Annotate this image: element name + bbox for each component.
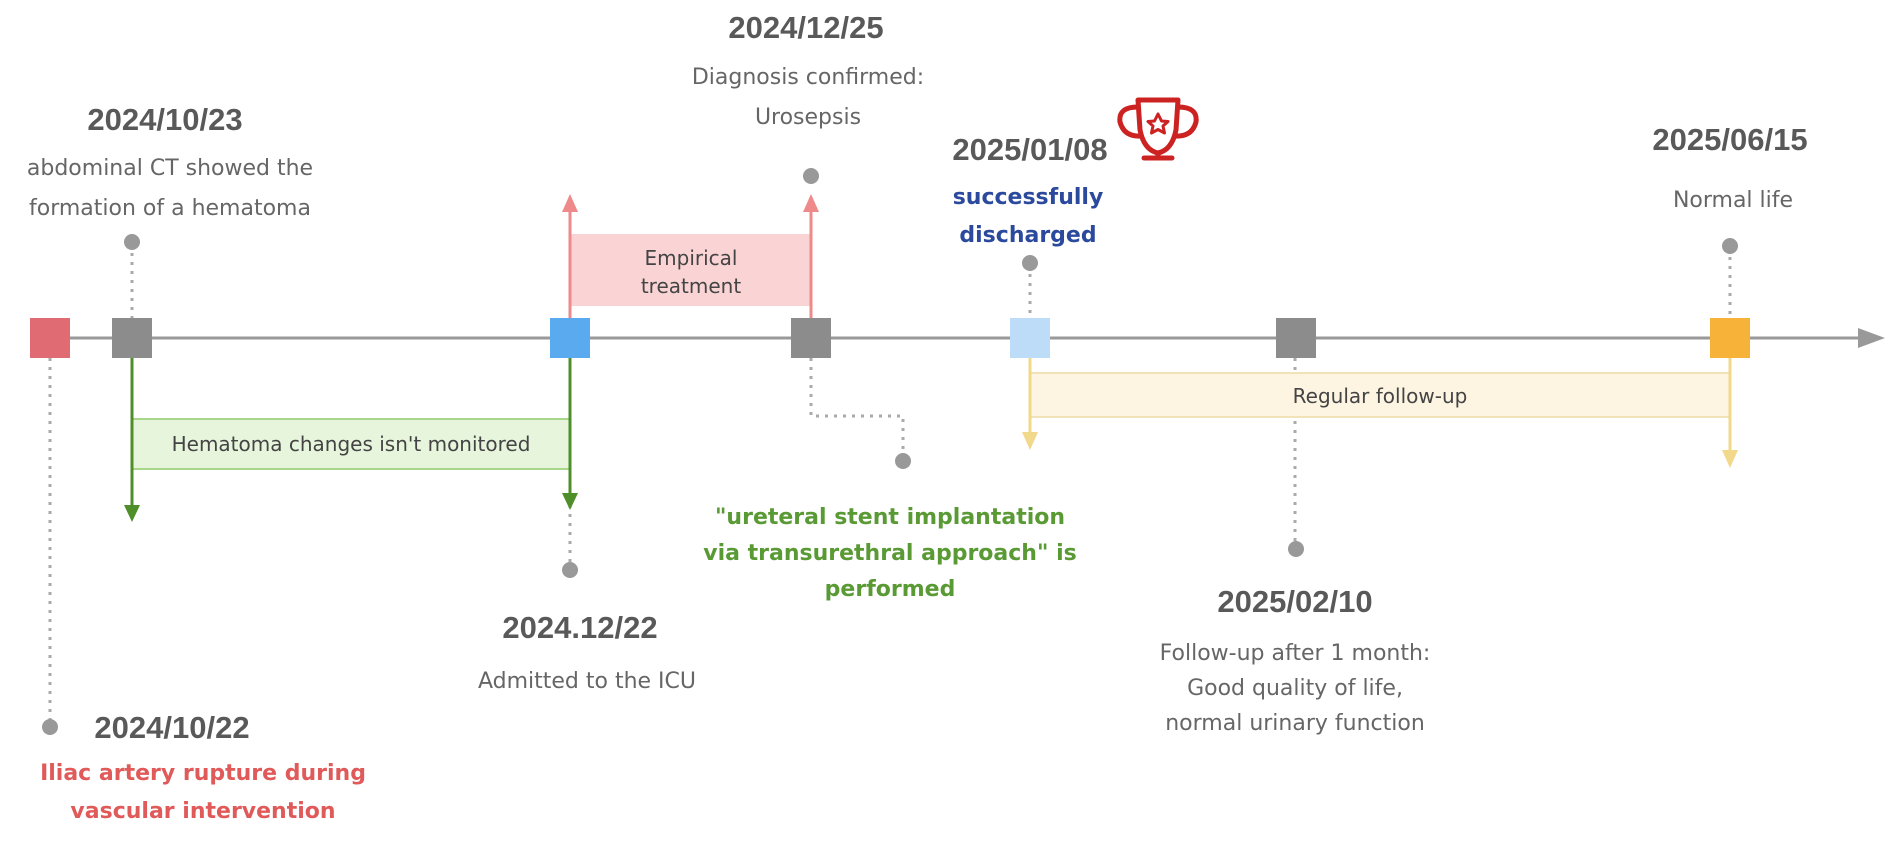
event-desc-line-1: abdominal CT showed the	[27, 156, 313, 181]
dot-2024-10-23	[124, 234, 140, 250]
trophy-icon	[1117, 97, 1199, 161]
dot-2025-06-15	[1722, 238, 1738, 254]
event-desc-line-1: Iliac artery rupture during	[40, 761, 366, 786]
event-desc-line-1: Follow-up after 1 month:	[1160, 641, 1431, 666]
period-hematoma-box	[131, 418, 571, 470]
period-followup-arrow-left	[1022, 432, 1038, 450]
marker-2024-12-22	[550, 318, 590, 358]
event-date: 2025/01/08	[952, 132, 1107, 167]
marker-2024-12-25	[791, 318, 831, 358]
event-desc-line-1: Diagnosis confirmed:	[692, 65, 924, 90]
dot-2024-12-22	[562, 562, 578, 578]
period-hematoma-label: Hematoma changes isn't monitored	[172, 432, 531, 456]
event-2025-02-10: 2025/02/10 Follow-up after 1 month: Good…	[1160, 584, 1431, 736]
event-desc-line-1: Admitted to the ICU	[478, 669, 696, 694]
event-2024-10-22: 2024/10/22 Iliac artery rupture during v…	[40, 710, 366, 824]
event-2024-12-25: 2024/12/25 Diagnosis confirmed: Urosepsi…	[692, 10, 924, 130]
dot-2025-01-08	[1022, 255, 1038, 271]
dot-ureteral-stent	[895, 453, 911, 469]
period-followup: Regular follow-up	[1022, 358, 1738, 468]
period-followup-arrow-right	[1722, 450, 1738, 468]
period-hematoma-arrow-left	[124, 505, 140, 522]
event-desc-line-3: normal urinary function	[1165, 711, 1425, 736]
event-2025-06-15: 2025/06/15 Normal life	[1652, 122, 1807, 213]
marker-2024-10-23	[112, 318, 152, 358]
marker-2024-10-22	[30, 318, 70, 358]
marker-2025-02-10	[1276, 318, 1316, 358]
period-empirical: Empirical treatment	[562, 194, 819, 318]
connector-dots	[42, 168, 1738, 735]
period-empirical-label-1: Empirical	[645, 246, 738, 270]
event-desc-line-2: formation of a hematoma	[29, 196, 311, 221]
marker-2025-06-15	[1710, 318, 1750, 358]
period-empirical-label-2: treatment	[641, 274, 741, 298]
event-date: 2024.12/22	[502, 610, 657, 645]
period-empirical-arrow-right	[803, 194, 819, 212]
period-hematoma: Hematoma changes isn't monitored	[124, 358, 578, 522]
event-desc-line-1: "ureteral stent implantation	[715, 505, 1065, 530]
dot-2025-02-10	[1288, 541, 1304, 557]
event-desc-line-2: vascular intervention	[70, 799, 335, 824]
period-empirical-arrow-left	[562, 194, 578, 212]
event-date: 2024/10/22	[94, 710, 249, 745]
event-desc-line-1: successfully	[953, 185, 1104, 210]
connectors	[48, 244, 1732, 725]
event-desc-line-2: discharged	[959, 223, 1096, 248]
event-2024-10-23: 2024/10/23 abdominal CT showed the forma…	[27, 102, 313, 221]
event-desc-line-2: via transurethral approach" is	[703, 541, 1076, 566]
period-hematoma-arrow-right	[562, 493, 578, 510]
connector-ureteral-stent	[809, 358, 905, 460]
marker-2025-01-08	[1010, 318, 1050, 358]
period-followup-label: Regular follow-up	[1293, 384, 1468, 408]
markers	[30, 318, 1750, 358]
event-2024-12-22: 2024.12/22 Admitted to the ICU	[478, 610, 696, 694]
event-date: 2025/02/10	[1217, 584, 1372, 619]
dot-2024-10-22	[42, 719, 58, 735]
event-date: 2024/12/25	[728, 10, 883, 45]
timeline-axis	[40, 328, 1885, 348]
dot-2024-12-25	[803, 168, 819, 184]
event-ureteral-stent: "ureteral stent implantation via transur…	[703, 505, 1076, 602]
event-date: 2025/06/15	[1652, 122, 1807, 157]
event-date: 2024/10/23	[87, 102, 242, 137]
event-desc-line-2: Good quality of life,	[1187, 676, 1403, 701]
event-2025-01-08: 2025/01/08 successfully discharged	[952, 132, 1107, 248]
event-desc-line-3: performed	[825, 577, 956, 602]
event-desc-line-2: Urosepsis	[755, 105, 861, 130]
period-empirical-box	[570, 234, 812, 306]
event-desc-line-1: Normal life	[1673, 188, 1793, 213]
